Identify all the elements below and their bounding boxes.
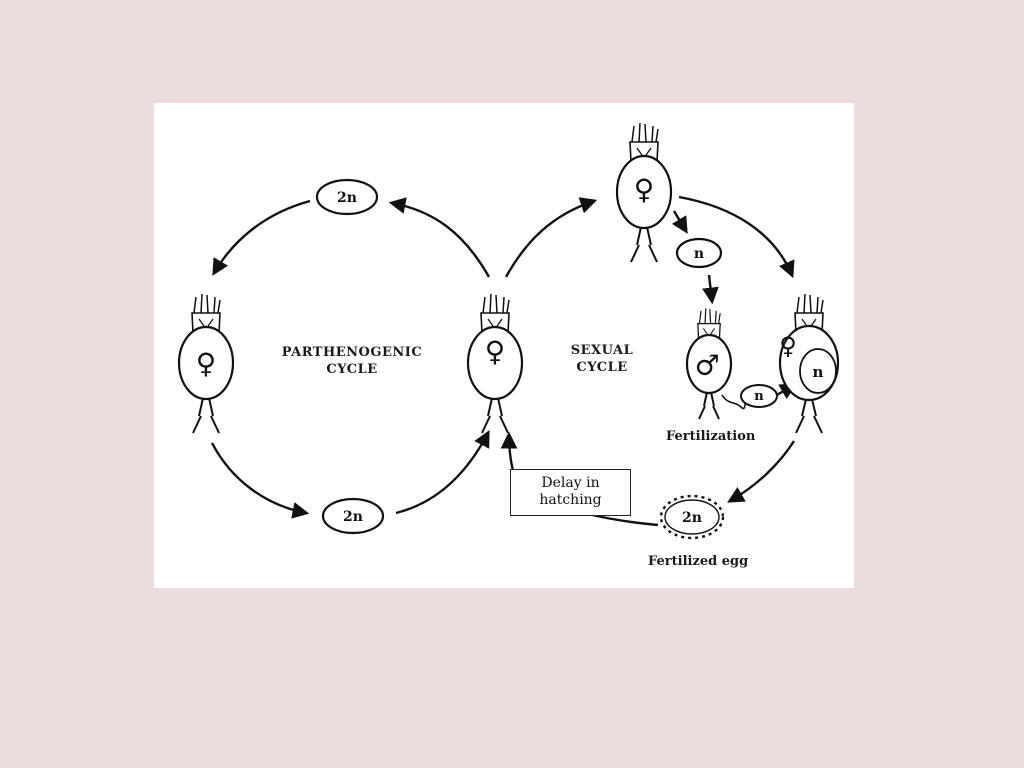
female-symbol-left: ♀ — [196, 347, 216, 380]
arrow-center-to-top-egg — [392, 203, 489, 277]
sexual-cycle-label: SEXUAL CYCLE — [562, 342, 642, 376]
arrow-center-to-sexual-female — [506, 201, 594, 277]
parthenogenic-cycle-label: PARTHENOGENIC CYCLE — [262, 344, 442, 378]
fertilized-egg-label: 2n — [682, 510, 702, 526]
female-symbol-right: ♀ — [779, 332, 797, 360]
arrow-right-female-to-fertilized-egg — [730, 441, 794, 501]
fertilized-egg-caption: Fertilized egg — [648, 553, 748, 570]
rotifer-right-female — [780, 294, 838, 433]
egg-bottom-label: 2n — [343, 509, 363, 525]
sperm-label: n — [754, 389, 764, 404]
arrow-left-to-bottom-egg — [212, 443, 306, 513]
fertilization-label: Fertilization — [666, 428, 755, 445]
arrow-to-haploid-egg — [674, 211, 686, 231]
arrow-haploid-egg-to-male — [709, 275, 712, 301]
female-symbol-center: ♀ — [485, 335, 505, 368]
arrow-bottom-egg-to-center — [396, 433, 488, 513]
delay-in-hatching-box: Delay in hatching — [510, 469, 631, 516]
female-symbol-sexual-top: ♀ — [634, 173, 654, 206]
diagram-canvas: 2n 2n n n 2n n ♀ ♀ ♀ ♂ ♀ — [154, 103, 854, 588]
egg-top-label: 2n — [337, 190, 357, 206]
arrow-top-egg-to-left — [214, 201, 310, 273]
male-symbol: ♂ — [694, 349, 719, 382]
female-egg-label: n — [813, 363, 824, 381]
haploid-egg-label: n — [694, 246, 704, 262]
life-cycle-diagram: 2n 2n n n 2n n ♀ ♀ ♀ ♂ ♀ PARTHENOGENIC C… — [154, 103, 854, 588]
